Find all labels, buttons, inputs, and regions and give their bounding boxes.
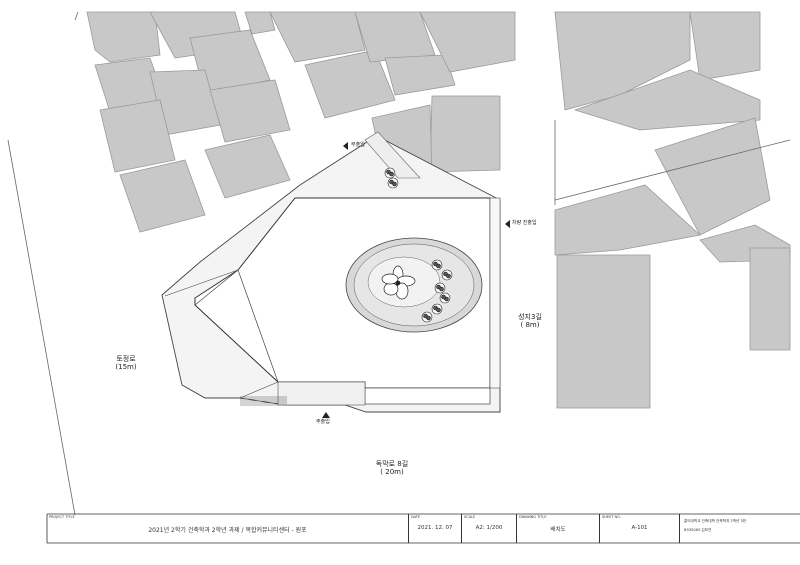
building-block: [419, 11, 516, 73]
west-street-width: (15m): [115, 363, 137, 372]
project-title-cell: PROJECT TITLE 2021년 2학기 건축학과 2학년 과제 / 복합…: [47, 514, 409, 543]
building-block: [384, 54, 456, 96]
sub-entrance-arrow-icon: [343, 142, 348, 150]
building-block: [573, 69, 761, 131]
building-block: [556, 254, 651, 409]
building-block: [654, 117, 771, 236]
parking-entrance-label: 차량 진출입: [512, 220, 537, 226]
sidewalk-trees: [384, 167, 399, 189]
date-header: DATE: [411, 515, 421, 519]
building-block: [554, 184, 701, 256]
south-street-label: 독막로 8길 ( 20m): [360, 460, 424, 476]
road-edge: [7, 139, 76, 516]
sub-entrance-label: 부출입: [351, 142, 365, 148]
shrub-icon: [431, 259, 443, 271]
main-entrance-area: [277, 381, 366, 406]
date-cell: DATE 2021. 12. 07: [409, 514, 462, 543]
building-block: [244, 11, 276, 35]
building-block: [554, 11, 691, 111]
shrub-icon: [384, 167, 396, 179]
road-edge-lines: [7, 11, 791, 516]
building-block: [204, 134, 291, 199]
shrub-icon: [441, 269, 453, 281]
scale-value: A2: 1/200: [475, 525, 503, 531]
building-block: [119, 159, 206, 233]
building-block: [354, 11, 436, 63]
entrance-stairs: [240, 396, 287, 406]
project-title-header: PROJECT TITLE: [49, 515, 75, 519]
sheet-no-header: SHEET NO.: [602, 515, 621, 519]
school-name: 홍익대학교 건축대학 건축학과 2학년 3반: [684, 519, 747, 523]
vehicle-access-strip: [489, 197, 501, 389]
shrub-icon: [387, 177, 399, 189]
south-canopy: [364, 387, 491, 405]
road-edge: [74, 11, 79, 21]
north-sidewalk: [364, 131, 421, 179]
south-street-width: ( 20m): [380, 468, 404, 477]
building-block: [749, 247, 791, 351]
road-edge: [554, 139, 791, 201]
building-block: [269, 11, 366, 63]
roof-fold-line: [237, 269, 279, 383]
date-value: 2021. 12. 07: [417, 525, 453, 531]
south-street-name: 독막로 8길: [375, 460, 409, 468]
drawing-title-cell: DRAWING TITLE 배치도: [517, 514, 600, 543]
main-entrance-label: 주출입: [316, 419, 330, 425]
building-block: [209, 79, 291, 143]
student-id: B935063 김보연: [684, 528, 712, 532]
author-cell: 홍익대학교 건축대학 건축학과 2학년 3반 B935063 김보연: [680, 514, 800, 543]
sheet-no-value: A-101: [631, 525, 648, 531]
building-block: [689, 11, 761, 81]
shrub-icon: [421, 311, 433, 323]
shrub-icon: [431, 303, 443, 315]
courtyard-tree-icon: [381, 265, 416, 300]
building-block: [304, 49, 396, 119]
east-street-label: 성지3길 ( 8m): [508, 313, 552, 329]
shrub-icon: [439, 292, 451, 304]
roof-fold-line: [194, 269, 239, 306]
sheet-no-cell: SHEET NO. A-101: [600, 514, 680, 543]
title-block-frame: [46, 513, 800, 544]
parking-entrance-arrow-icon: [505, 220, 510, 228]
scale-header: SCALE: [464, 515, 476, 519]
building-block: [99, 99, 176, 173]
scale-cell: SCALE A2: 1/200: [462, 514, 517, 543]
east-street-width: ( 8m): [520, 321, 540, 330]
project-title: 2021년 2학기 건축학과 2학년 과제 / 복합커뮤니티센터 - 원포: [148, 527, 307, 534]
west-street-label: 토정로 (15m): [104, 355, 148, 371]
east-street-name: 성지3길: [518, 313, 542, 321]
building-block: [429, 95, 501, 173]
shrub-icon: [434, 282, 446, 294]
shrub-group: [421, 259, 453, 323]
roof-fold-line: [164, 269, 239, 297]
main-entrance-arrow-icon: [322, 412, 330, 418]
drawing-title-header: DRAWING TITLE: [519, 515, 547, 519]
roof-edge: [181, 381, 279, 399]
drawing-title-value: 배치도: [550, 527, 566, 533]
title-block: PROJECT TITLE 2021년 2학기 건축학과 2학년 과제 / 복합…: [47, 514, 800, 543]
west-street-name: 토정로: [116, 355, 136, 363]
building-block: [86, 11, 161, 63]
